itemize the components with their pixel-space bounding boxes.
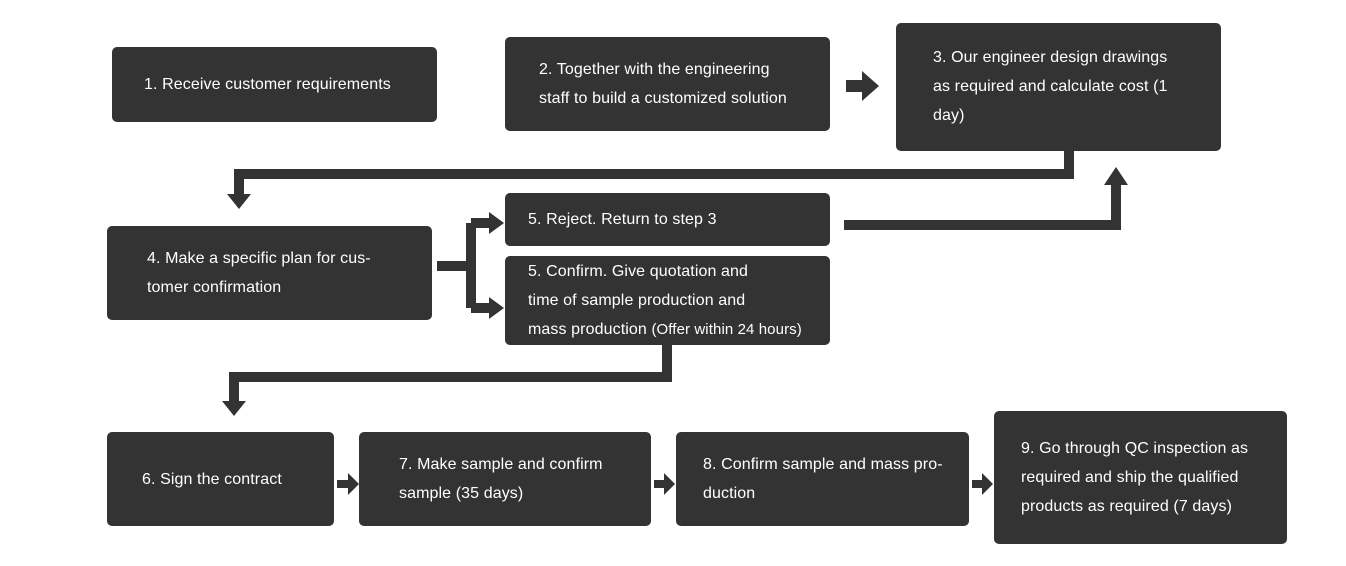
step-9-box: 9. Go through QC inspection as required … xyxy=(994,411,1287,544)
step-6-line: 6. Sign the contract xyxy=(142,470,282,488)
step-5-reject-text: 5. Reject. Return to step 3 xyxy=(528,205,717,234)
step-7-line-2a: sample xyxy=(399,485,452,502)
step-8-text: 8. Confirm sample and mass pro- duction xyxy=(703,450,943,508)
step-5-reject-box: 5. Reject. Return to step 3 xyxy=(505,193,830,246)
step-5-confirm-line-2: time of sample production and xyxy=(528,292,746,309)
arrowhead-4-to-confirm xyxy=(489,297,504,319)
arrow-8-to-9 xyxy=(972,473,993,495)
step-5-confirm-text: 5. Confirm. Give quotation and time of s… xyxy=(528,257,802,344)
step-1-text: 1. Receive customer requirements xyxy=(144,70,391,99)
step-4-line-2: tomer confirmation xyxy=(147,279,282,296)
step-3-line-3: day) xyxy=(933,107,965,124)
step-2-text: 2. Together with the engineering staff t… xyxy=(539,55,787,113)
step-2-line-2: staff to build a customized solution xyxy=(539,90,787,107)
step-3-line-1: 3. Our engineer design drawings xyxy=(933,49,1168,66)
arrowhead-reject-to-3 xyxy=(1104,167,1128,185)
arrow-7-to-8 xyxy=(654,473,675,495)
step-1-line: 1. Receive customer requirements xyxy=(144,76,391,93)
step-5-reject-line: 5. Reject. Return to step 3 xyxy=(528,211,717,228)
step-3-line-2: as required and calculate cost (1 xyxy=(933,78,1168,95)
step-8-box: 8. Confirm sample and mass pro- duction xyxy=(676,432,969,526)
step-3-text: 3. Our engineer design drawings as requi… xyxy=(933,43,1168,130)
step-2-line-1: 2. Together with the engineering xyxy=(539,61,770,78)
step-7-duration: (35 days) xyxy=(455,485,524,502)
step-9-line-1: 9. Go through QC inspection as xyxy=(1021,440,1249,457)
step-2-box: 2. Together with the engineering staff t… xyxy=(505,37,830,131)
step-5-confirm-note: (Offer within 24 hours) xyxy=(651,321,802,338)
step-8-line-1: 8. Confirm sample and mass pro- xyxy=(703,456,943,473)
step-7-box: 7. Make sample and confirm sample (35 da… xyxy=(359,432,651,526)
arrow-6-to-7 xyxy=(337,473,359,495)
step-5-confirm-box: 5. Confirm. Give quotation and time of s… xyxy=(505,256,830,345)
arrow-2-to-3 xyxy=(846,71,879,101)
step-5-confirm-line-3a: mass production xyxy=(528,321,647,338)
step-7-text: 7. Make sample and confirm sample (35 da… xyxy=(399,450,603,508)
step-7-line-1: 7. Make sample and confirm xyxy=(399,456,603,473)
step-9-line-2: required and ship the qualified xyxy=(1021,469,1239,486)
step-9-line-3: products as required (7 days) xyxy=(1021,498,1233,515)
step-4-line-1: 4. Make a specific plan for cus- xyxy=(147,250,371,267)
step-9-text: 9. Go through QC inspection as required … xyxy=(1021,434,1248,521)
step-1-box: 1. Receive customer requirements xyxy=(112,47,437,122)
arrowhead-4-to-reject xyxy=(489,212,504,234)
connector-reject-to-3 xyxy=(844,183,1121,230)
step-6-box: 6. Sign the contract xyxy=(107,432,334,526)
arrowhead-confirm-to-6 xyxy=(222,401,246,416)
step-5-confirm-line-3: mass production (Offer within 24 hours) xyxy=(528,315,802,344)
connector-3-to-4 xyxy=(234,151,1074,196)
step-4-text: 4. Make a specific plan for cus- tomer c… xyxy=(147,244,371,302)
step-8-line-2: duction xyxy=(703,485,756,502)
step-7-line-2: sample (35 days) xyxy=(399,479,603,508)
step-5-confirm-line-1: 5. Confirm. Give quotation and xyxy=(528,263,749,280)
step-3-box: 3. Our engineer design drawings as requi… xyxy=(896,23,1221,151)
step-4-box: 4. Make a specific plan for cus- tomer c… xyxy=(107,226,432,320)
connector-confirm-to-6 xyxy=(229,345,672,403)
arrowhead-3-to-4 xyxy=(227,194,251,209)
step-6-text: 6. Sign the contract xyxy=(142,465,282,494)
